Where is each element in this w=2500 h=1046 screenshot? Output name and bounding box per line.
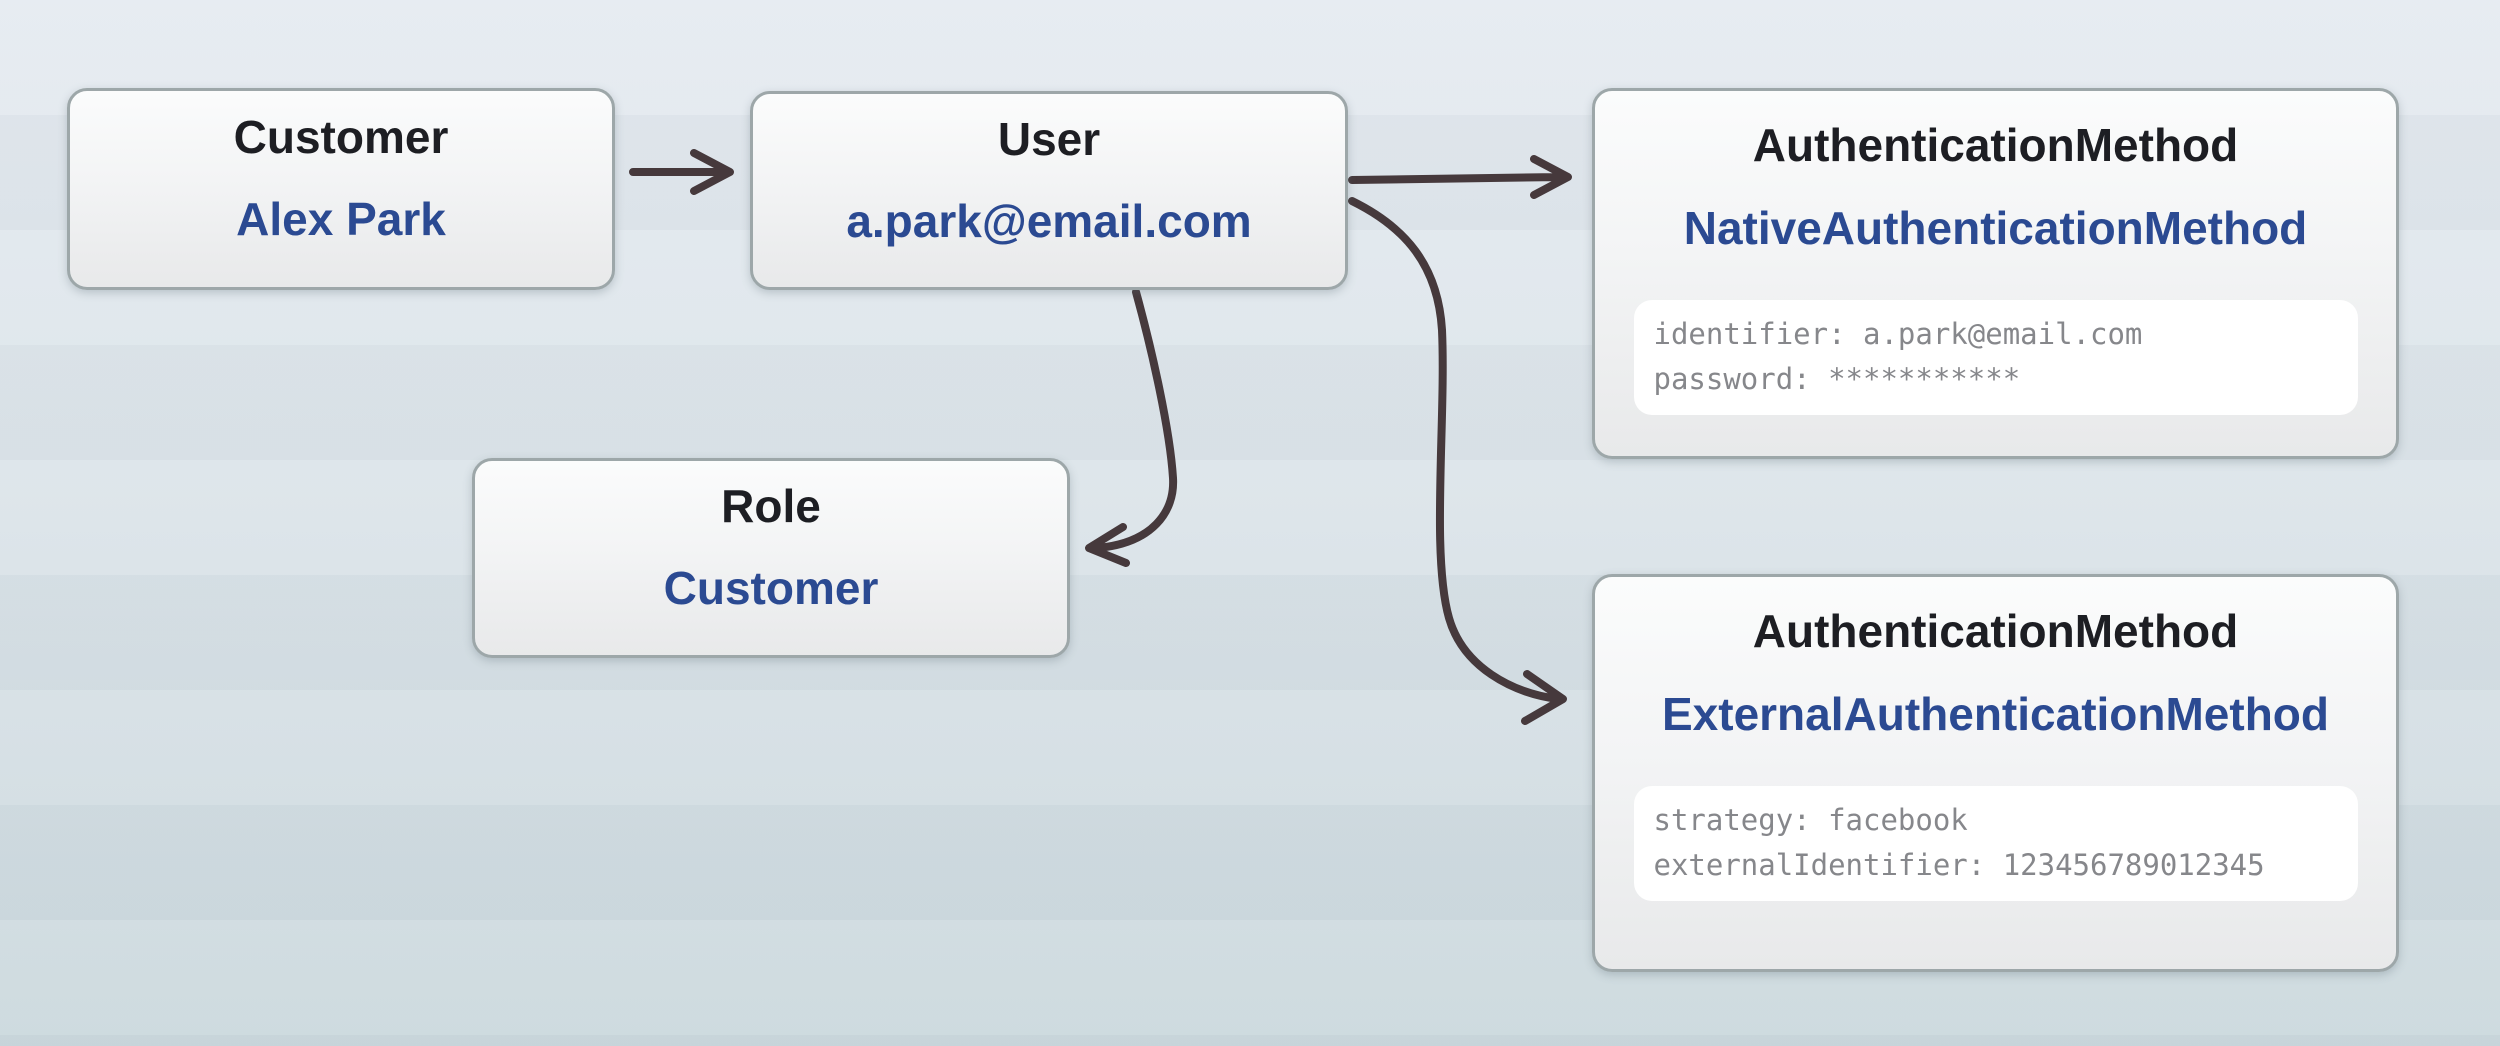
node-user: User a.park@email.com <box>750 91 1348 290</box>
node-role-title: Role <box>721 480 821 532</box>
node-external-authentication-method: AuthenticationMethod ExternalAuthenticat… <box>1592 574 2399 972</box>
node-external-auth-subtype: ExternalAuthenticationMethod <box>1661 688 2330 740</box>
node-role-value: Customer <box>663 562 879 614</box>
native-auth-attributes-panel: identifier: a.park@email.com password: *… <box>1633 300 2358 415</box>
node-user-value: a.park@email.com <box>846 194 1252 247</box>
arrow-user-to-external-auth <box>1348 197 1567 725</box>
arrow-customer-to-user <box>629 149 734 195</box>
node-external-auth-title: AuthenticationMethod <box>1752 605 2239 657</box>
external-auth-attributes-panel: strategy: facebook externalIdentifier: 1… <box>1633 786 2358 901</box>
node-customer-value: Alex Park <box>236 193 446 245</box>
arrow-user-to-role <box>1085 288 1178 567</box>
node-role: Role Customer <box>472 458 1070 658</box>
node-native-authentication-method: AuthenticationMethod NativeAuthenticatio… <box>1592 88 2399 459</box>
node-customer-title: Customer <box>233 111 449 163</box>
external-auth-strategy: strategy: facebook <box>1653 803 1968 837</box>
node-user-title: User <box>997 112 1101 165</box>
node-native-auth-subtype: NativeAuthenticationMethod <box>1683 202 2308 254</box>
node-native-auth-title: AuthenticationMethod <box>1752 119 2239 171</box>
native-auth-identifier: identifier: a.park@email.com <box>1653 317 2143 351</box>
node-customer: Customer Alex Park <box>67 88 615 290</box>
native-auth-password: password: *********** <box>1653 362 2021 396</box>
arrow-user-to-native-auth <box>1348 155 1572 199</box>
external-auth-external-identifier: externalIdentifier: 123456789012345 <box>1653 848 2265 882</box>
